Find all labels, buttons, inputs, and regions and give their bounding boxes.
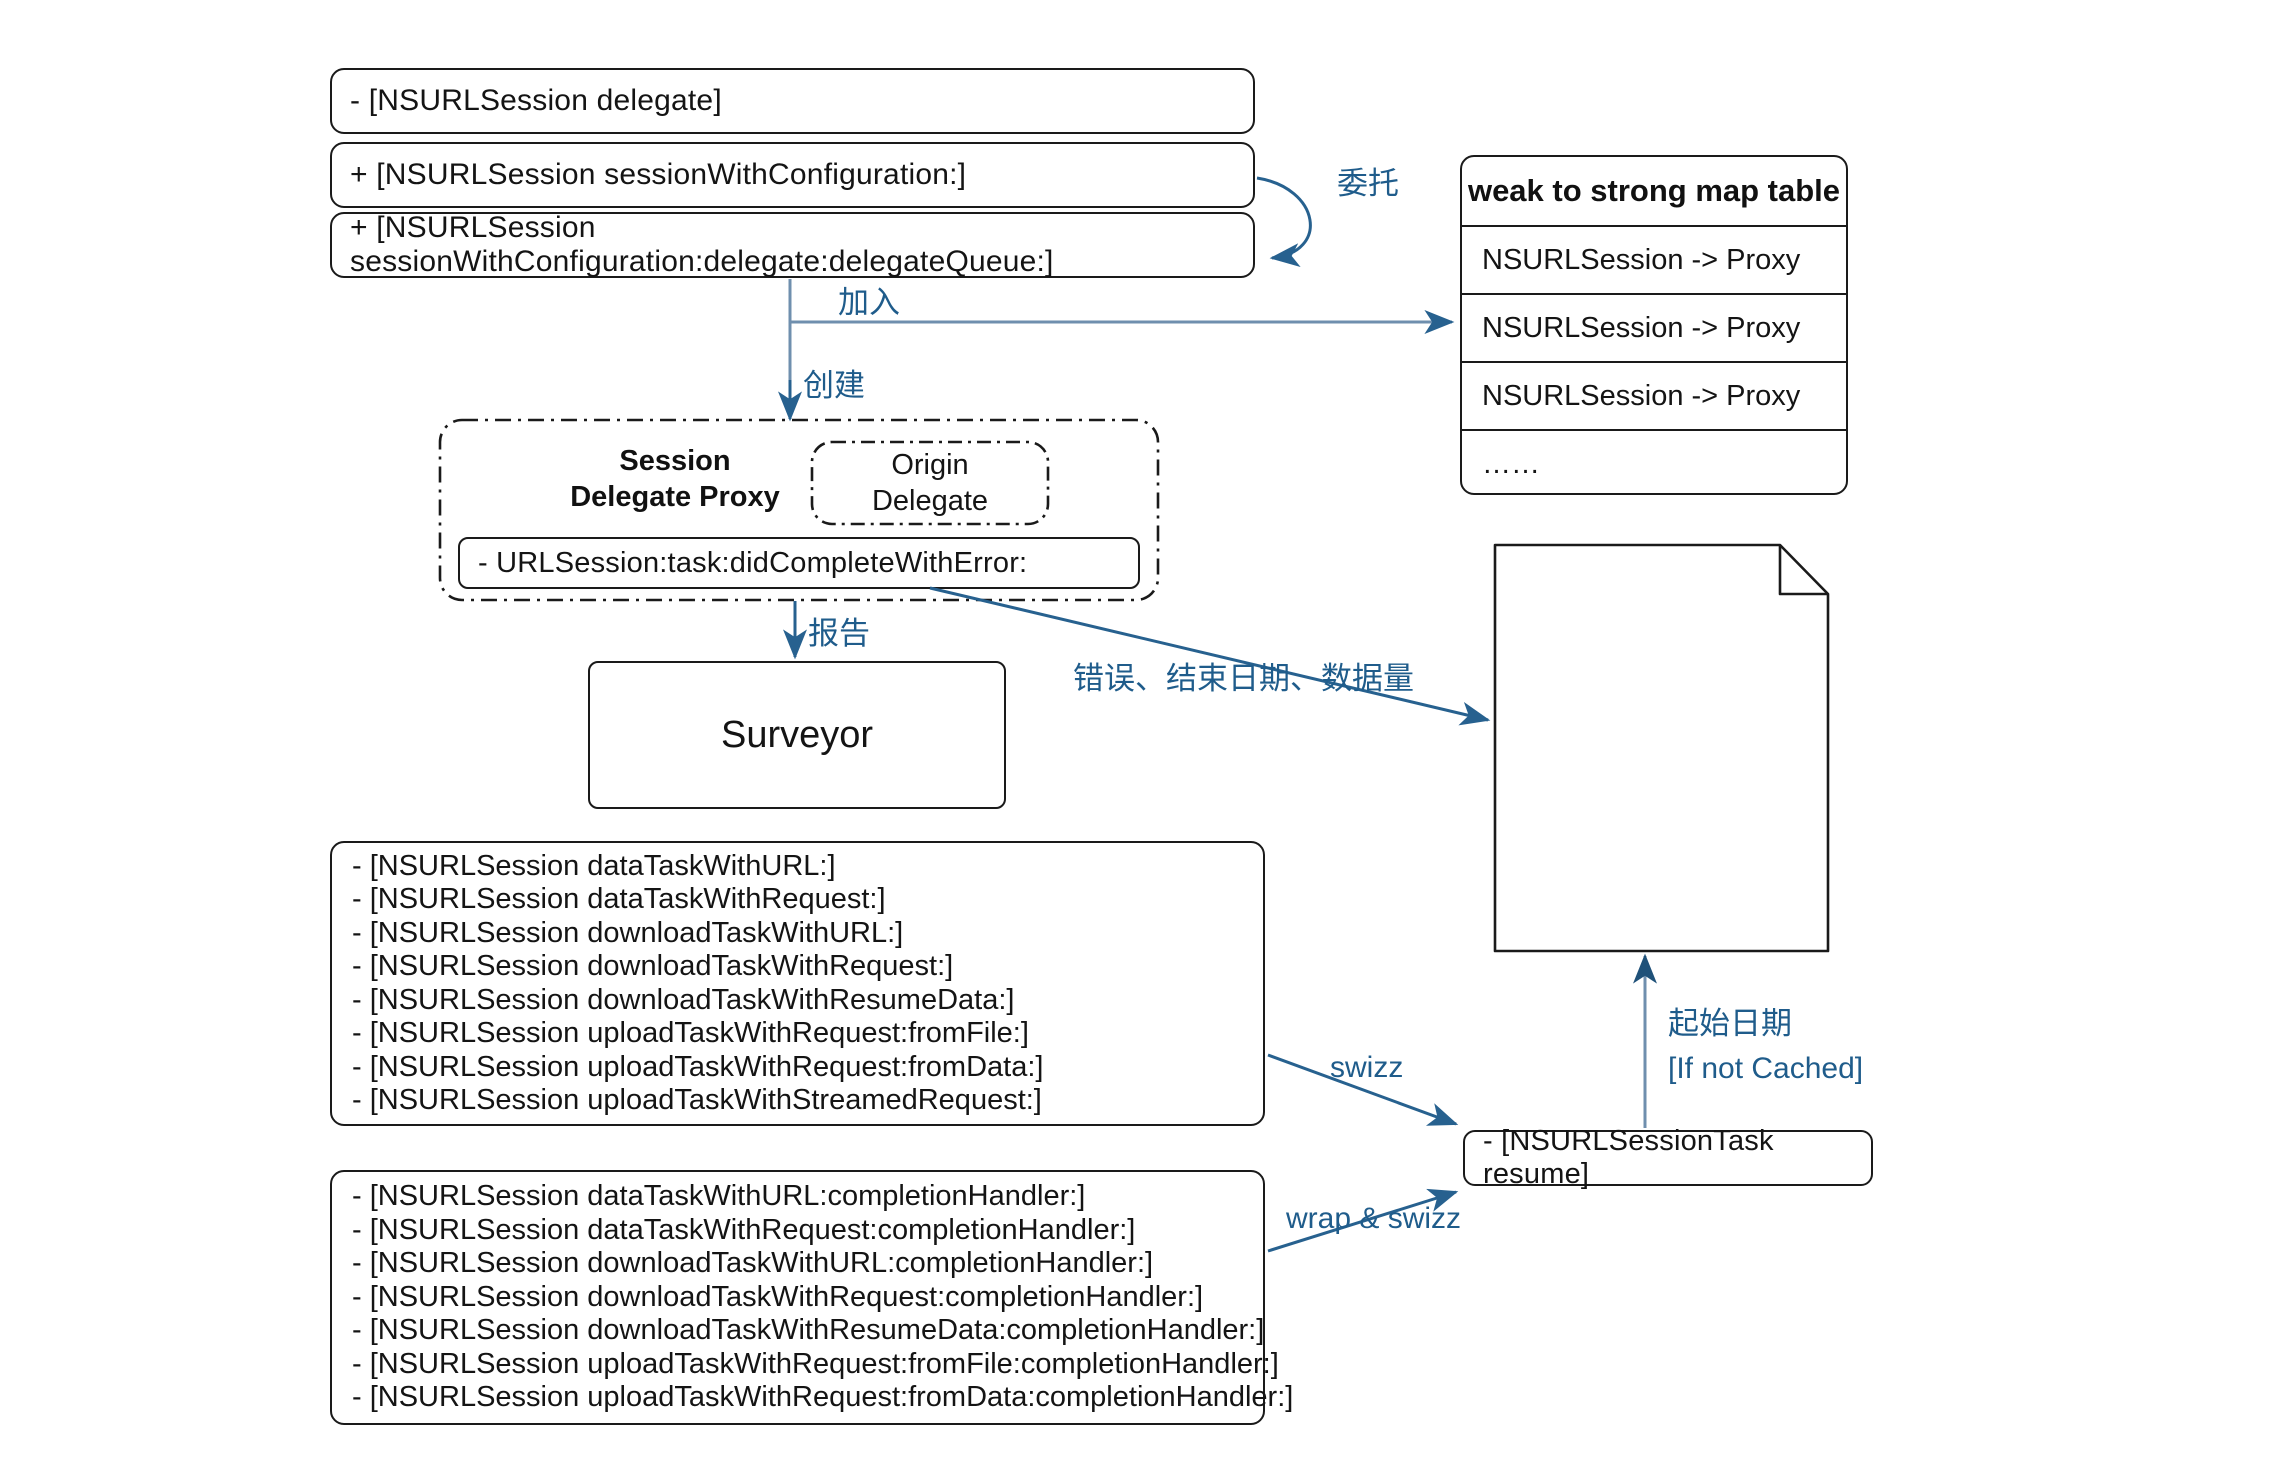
note-field: 错误数据 (1520, 797, 1644, 833)
edge-label-delegate: 委托 (1337, 166, 1399, 201)
note-field-list: 起始日期 结束日期 请求 响应 错误 错误数据 发送数据量 接收数据量 (1520, 560, 1820, 932)
weak-to-strong-map-table: weak to strong map table NSURLSession ->… (1460, 155, 1848, 495)
edge-label-if-not-cached: [If not Cached] (1668, 1052, 1864, 1085)
proxy-method-did-complete-with-error[interactable]: - URLSession:task:didCompleteWithError: (458, 537, 1140, 589)
note-field: 请求 (1520, 658, 1582, 693)
api-box-session-with-configuration-delegate-queue[interactable]: + [NSURLSession sessionWithConfiguration… (330, 211, 1255, 278)
task-method-line: - [NSURLSession dataTaskWithRequest:] (352, 883, 886, 915)
handler-method-line: - [NSURLSession downloadTaskWithResumeDa… (352, 1314, 1265, 1347)
edge-label-report: 报告 (808, 616, 870, 651)
proxy-method-label: - URLSession:task:didCompleteWithError: (478, 546, 1028, 579)
map-table-row: NSURLSession -> Proxy (1462, 363, 1846, 431)
api-box-delegate-label: - [NSURLSession delegate] (350, 84, 722, 117)
task-methods-box[interactable]: - [NSURLSession dataTaskWithURL:] - [NSU… (330, 841, 1265, 1126)
session-delegate-proxy-title: Session Delegate Proxy (500, 443, 850, 515)
task-method-line: - [NSURLSession downloadTaskWithResumeDa… (352, 983, 1015, 1016)
edge-label-create: 创建 (803, 368, 865, 403)
origin-delegate-line-2: Delegate (871, 485, 989, 517)
handler-method-line: - [NSURLSession uploadTaskWithRequest:fr… (352, 1347, 1279, 1380)
map-table-row-ellipsis: …… (1482, 447, 1540, 480)
task-method-line: - [NSURLSession dataTaskWithURL:] (352, 849, 836, 882)
note-field: 结束日期 (1520, 611, 1644, 647)
edge-label-error-end-data: 错误、结束日期、数据量 (1073, 661, 1414, 696)
proxy-title-line-1: Session (619, 445, 731, 477)
nsurlsessiontask-resume-label: - [NSURLSessionTask resume] (1483, 1125, 1774, 1190)
note-field: 错误 (1520, 751, 1582, 786)
note-field: 接收数据量 (1520, 890, 1675, 926)
surveyor-box[interactable]: Surveyor (588, 661, 1006, 809)
task-method-line: - [NSURLSession downloadTaskWithRequest:… (352, 950, 954, 982)
handler-method-line: - [NSURLSession dataTaskWithRequest:comp… (352, 1213, 1136, 1246)
api-box-delegate[interactable]: - [NSURLSession delegate] (330, 68, 1255, 134)
api-box-session-with-configuration-label: + [NSURLSession sessionWithConfiguration… (350, 158, 967, 191)
note-field: 发送数据量 (1520, 844, 1675, 879)
note-field: 起始日期 (1520, 565, 1644, 600)
edge-label-swizz: swizz (1330, 1051, 1404, 1084)
handler-method-line: - [NSURLSession downloadTaskWithURL:comp… (352, 1247, 1154, 1280)
api-box-session-with-configuration[interactable]: + [NSURLSession sessionWithConfiguration… (330, 142, 1255, 208)
map-table-title: weak to strong map table (1462, 157, 1846, 227)
edge-label-wrap-and-swizz: wrap & swizz (1286, 1202, 1462, 1235)
delegate-connector (1256, 176, 1312, 268)
map-table-row: NSURLSession -> Proxy (1462, 295, 1846, 363)
note-field: 响应 (1520, 704, 1582, 740)
api-box-session-with-configuration-delegate-queue-label: + [NSURLSession sessionWithConfiguration… (350, 211, 1054, 278)
task-method-line: - [NSURLSession uploadTaskWithRequest:fr… (352, 1017, 1029, 1049)
task-method-line: - [NSURLSession uploadTaskWithRequest:fr… (352, 1050, 1044, 1083)
map-table-row: NSURLSession -> Proxy (1462, 227, 1846, 295)
proxy-title-line-2: Delegate Proxy (570, 481, 780, 513)
handler-method-line: - [NSURLSession dataTaskWithURL:completi… (352, 1180, 1086, 1213)
nsurlsessiontask-resume-box[interactable]: - [NSURLSessionTask resume] (1463, 1125, 1873, 1190)
error-end-data-connector (929, 586, 1491, 726)
edge-label-start-date: 起始日期 (1668, 1006, 1792, 1041)
origin-delegate-line-1: Origin (891, 449, 969, 481)
handler-method-line: - [NSURLSession downloadTaskWithRequest:… (352, 1280, 1204, 1313)
handler-method-line: - [NSURLSession uploadTaskWithRequest:fr… (352, 1381, 1294, 1414)
task-method-line: - [NSURLSession downloadTaskWithURL:] (352, 916, 904, 949)
surveyor-label: Surveyor (720, 713, 874, 756)
edge-label-join: 加入 (838, 285, 900, 320)
handler-methods-box[interactable]: - [NSURLSession dataTaskWithURL:completi… (330, 1170, 1294, 1425)
origin-delegate-box[interactable]: Origin Delegate (812, 442, 1048, 524)
task-method-line: - [NSURLSession uploadTaskWithStreamedRe… (352, 1084, 1042, 1116)
